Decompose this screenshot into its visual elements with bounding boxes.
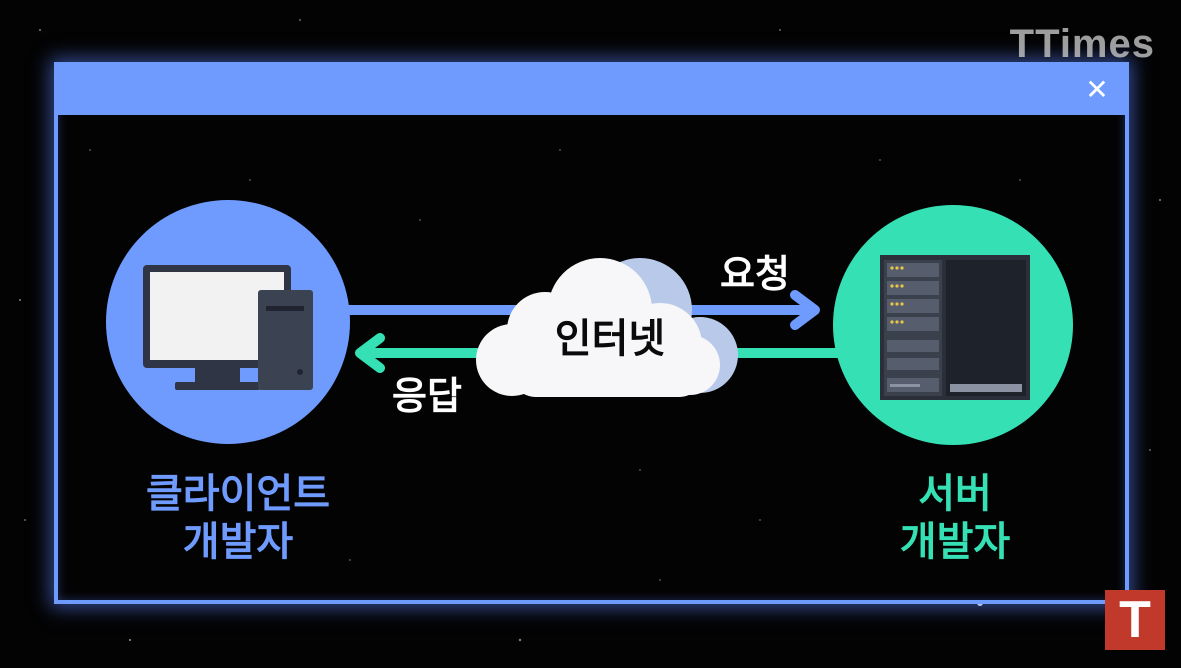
server-label-line2: 개발자 [899, 519, 1011, 565]
diagram-window: ✕ [54, 62, 1129, 604]
client-label-line2: 개발자 [182, 519, 294, 565]
server-label-line1: 서버 [918, 471, 992, 517]
response-label: 응답 [392, 374, 462, 418]
request-label: 요청 [720, 252, 790, 296]
server-rack-icon [880, 255, 1030, 400]
t-badge-logo: T [1105, 590, 1165, 650]
close-icon[interactable]: ✕ [1085, 73, 1109, 106]
internet-label: 인터넷 [554, 316, 666, 362]
window-titlebar: ✕ [58, 66, 1125, 115]
desktop-computer-icon [143, 265, 313, 390]
server-developer-label: 서버 개발자 [845, 470, 1065, 566]
client-developer-label: 클라이언트 개발자 [128, 470, 348, 566]
cloud-icon [476, 258, 738, 397]
client-label-line1: 클라이언트 [146, 471, 330, 517]
ttimes-logo: TTimes [1009, 22, 1155, 66]
